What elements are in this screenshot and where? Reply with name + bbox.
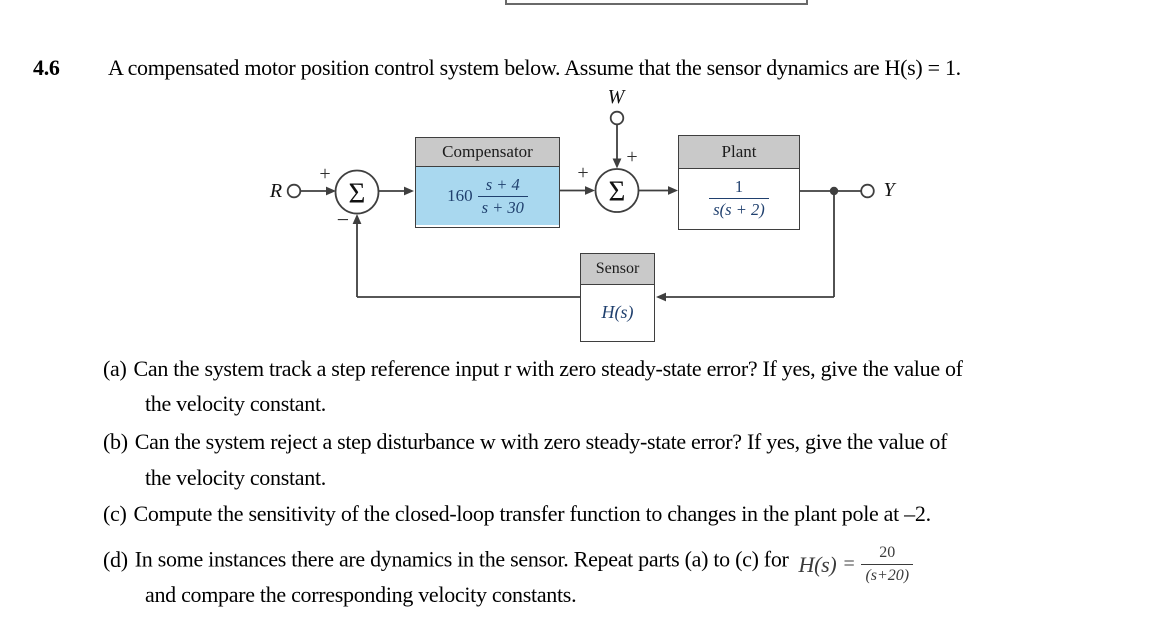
sensor-transfer-function: H(s) [601,301,634,322]
question-b-line1: (b)Can the system reject a step disturba… [103,428,947,456]
equation-denominator: (s+20) [865,567,910,584]
compensator-gain: 160 [447,186,473,205]
question-a-label: (a) [103,356,127,381]
sensor-block: Sensor H(s) [580,253,655,342]
minus-sign-sum1: − [336,207,350,232]
w-terminal-circle [609,110,625,126]
sigma-symbol-sum1: Σ [348,177,366,210]
question-d-continuation: and compare the corresponding velocity c… [145,582,577,607]
question-a-line2: the velocity constant. [145,390,326,418]
input-label-r: R [269,180,283,202]
question-d-label: (d) [103,546,128,572]
question-c-line: (c)Compute the sensitivity of the closed… [103,500,931,528]
question-b-text: Can the system reject a step disturbance… [134,429,948,454]
compensator-block: Compensator 160 s + 4 s + 30 [415,137,560,228]
arrowhead-w-into-sum2 [612,158,622,169]
equation-fraction: 20 (s+20) [861,543,914,586]
plant-title: Plant [679,136,799,169]
compensator-title: Compensator [416,138,559,167]
plus-sign-sum2-left: + [577,162,589,184]
question-a-line1: (a)Can the system track a step reference… [103,355,963,383]
compensator-fraction: s + 4 s + 30 [477,175,528,218]
question-b-continuation: the velocity constant. [145,465,326,490]
question-b-label: (b) [103,429,128,454]
equation-lhs: H(s) [798,551,837,577]
question-b-line2: the velocity constant. [145,464,326,492]
question-c-label: (c) [103,501,127,526]
disturbance-label-w: W [607,86,625,108]
question-a-text: Can the system track a step reference in… [133,356,963,381]
arrowhead-into-compensator [404,186,414,196]
question-d-line2: and compare the corresponding velocity c… [145,581,577,609]
plant-denominator: s(s + 2) [713,199,765,219]
sensor-title: Sensor [581,254,654,285]
equation-numerator: 20 [861,543,914,565]
question-c-text: Compute the sensitivity of the closed-lo… [133,501,932,526]
output-label-y: Y [883,179,895,201]
problem-statement: A compensated motor position control sys… [108,55,961,80]
compensator-formula: 160 s + 4 s + 30 [416,167,559,225]
compensator-numerator: s + 4 [477,175,528,197]
arrowhead-into-sensor [656,292,666,302]
question-a-continuation: the velocity constant. [145,391,326,416]
arrowhead-into-sum1 [326,186,336,196]
equation-equals-sign: = [843,553,855,575]
plant-block: Plant 1 s(s + 2) [678,135,800,230]
sigma-symbol-sum2: Σ [608,175,626,208]
plant-fraction: 1 s(s + 2) [709,177,769,220]
question-d-line1: (d)In some instances there are dynamics … [103,540,914,586]
arrowhead-into-sum2 [585,186,595,195]
r-terminal-circle [286,183,302,199]
plus-sign-sum2-top: + [626,146,638,168]
plant-formula: 1 s(s + 2) [679,169,799,227]
y-terminal-circle [860,183,875,199]
plant-numerator: 1 [709,177,769,199]
summing-junction-1-circle [334,169,380,215]
sensor-tf-equation: H(s) = 20 (s+20) [799,543,914,586]
plus-sign-sum1: + [319,163,331,185]
arrowhead-feedback-into-sum1 [352,214,362,224]
previous-figure-remnant [505,0,808,5]
problem-number: 4.6 [33,55,60,80]
compensator-denominator: s + 30 [481,197,524,217]
question-d-text: In some instances there are dynamics in … [134,546,789,572]
arrowhead-into-plant [668,186,678,195]
